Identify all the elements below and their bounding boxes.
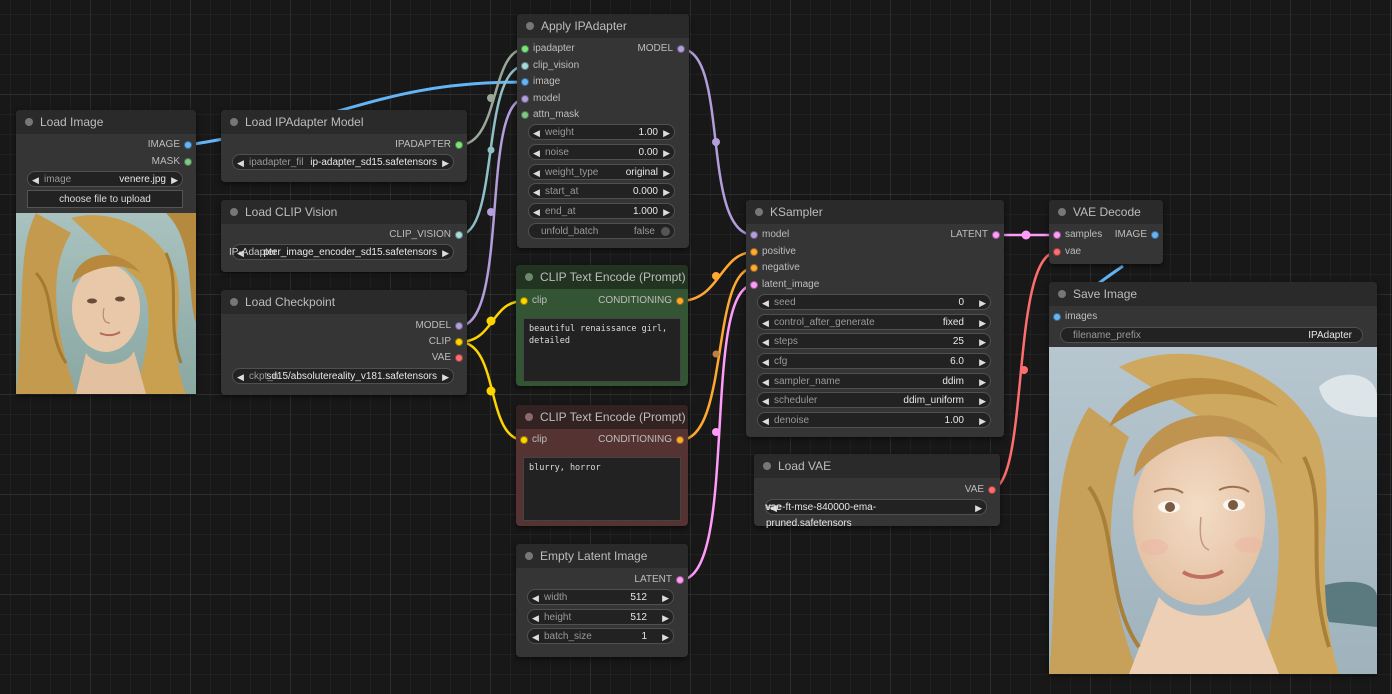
output-vae[interactable]: VAE [432,351,467,365]
negative-prompt-textarea[interactable]: blurry, horror [523,457,681,521]
node-title[interactable]: Apply IPAdapter [517,14,689,38]
input-image-preview [16,213,196,394]
input-clip-vision[interactable]: clip_vision [517,59,579,73]
wire-ipadapter[interactable] [458,47,526,147]
clip-text-encode-negative-node[interactable]: CLIP Text Encode (Prompt) clip CONDITION… [516,405,688,526]
input-positive[interactable]: positive [746,245,796,259]
input-model[interactable]: model [517,92,560,106]
clip-text-encode-positive-node[interactable]: CLIP Text Encode (Prompt) clip CONDITION… [516,265,688,386]
node-title[interactable]: KSampler [746,200,1004,224]
output-image-preview [1049,347,1377,674]
node-title[interactable]: Load Image [16,110,196,134]
wire-latent[interactable] [679,283,755,582]
input-image[interactable]: image [517,75,560,89]
output-latent[interactable]: LATENT [950,228,1004,242]
input-clip[interactable]: clip [516,433,547,447]
upload-button[interactable]: choose file to upload [27,190,183,208]
input-attn-mask[interactable]: attn_mask [517,108,579,122]
output-conditioning[interactable]: CONDITIONING [598,294,688,308]
output-ipadapter[interactable]: IPADAPTER [395,138,467,152]
load-ipadapter-model-node[interactable]: Load IPAdapter Model IPADAPTER ◀ipadapte… [221,110,467,182]
node-title[interactable]: CLIP Text Encode (Prompt) [516,265,688,289]
input-images[interactable]: images [1049,310,1097,324]
load-clip-vision-node[interactable]: Load CLIP Vision CLIP_VISION ◀IP-Adapter… [221,200,467,272]
wire-clip-vision[interactable] [458,64,526,237]
output-clip-vision[interactable]: CLIP_VISION [389,228,467,242]
node-title[interactable]: Empty Latent Image [516,544,688,568]
output-vae[interactable]: VAE [965,483,1000,497]
output-model[interactable]: MODEL [637,42,689,56]
apply-ipadapter-node[interactable]: Apply IPAdapter ipadapter MODEL clip_vis… [517,14,689,248]
wire-clip-negative[interactable] [458,340,525,442]
input-negative[interactable]: negative [746,261,800,275]
output-conditioning[interactable]: CONDITIONING [598,433,688,447]
input-model[interactable]: model [746,228,789,242]
input-latent-image[interactable]: latent_image [746,278,819,292]
node-title[interactable]: VAE Decode [1049,200,1163,224]
input-clip[interactable]: clip [516,294,547,308]
wire-clip-positive[interactable] [458,299,525,344]
wire-model-ipadapter[interactable] [680,47,755,237]
node-title[interactable]: CLIP Text Encode (Prompt) [516,405,688,429]
input-vae[interactable]: vae [1049,245,1081,259]
output-clip[interactable]: CLIP [429,335,467,349]
output-latent[interactable]: LATENT [634,573,688,587]
output-mask[interactable]: MASK [152,155,196,169]
node-title[interactable]: Load Checkpoint [221,290,467,314]
node-title[interactable]: Save Image [1049,282,1377,306]
vae-decode-node[interactable]: VAE Decode samples IMAGE vae [1049,200,1163,264]
input-samples[interactable]: samples [1049,228,1102,242]
ksampler-node[interactable]: KSampler model LATENT positive negative … [746,200,1004,437]
output-image[interactable]: IMAGE [148,138,196,152]
input-ipadapter[interactable]: ipadapter [517,42,575,56]
wire-positive[interactable] [679,250,755,303]
node-title[interactable]: Load CLIP Vision [221,200,467,224]
node-title[interactable]: Load IPAdapter Model [221,110,467,134]
wire-negative[interactable] [679,266,755,442]
output-image[interactable]: IMAGE [1115,228,1163,242]
output-model[interactable]: MODEL [415,319,467,333]
positive-prompt-textarea[interactable]: beautiful renaissance girl, detailed [523,318,681,382]
node-title[interactable]: Load VAE [754,454,1000,478]
